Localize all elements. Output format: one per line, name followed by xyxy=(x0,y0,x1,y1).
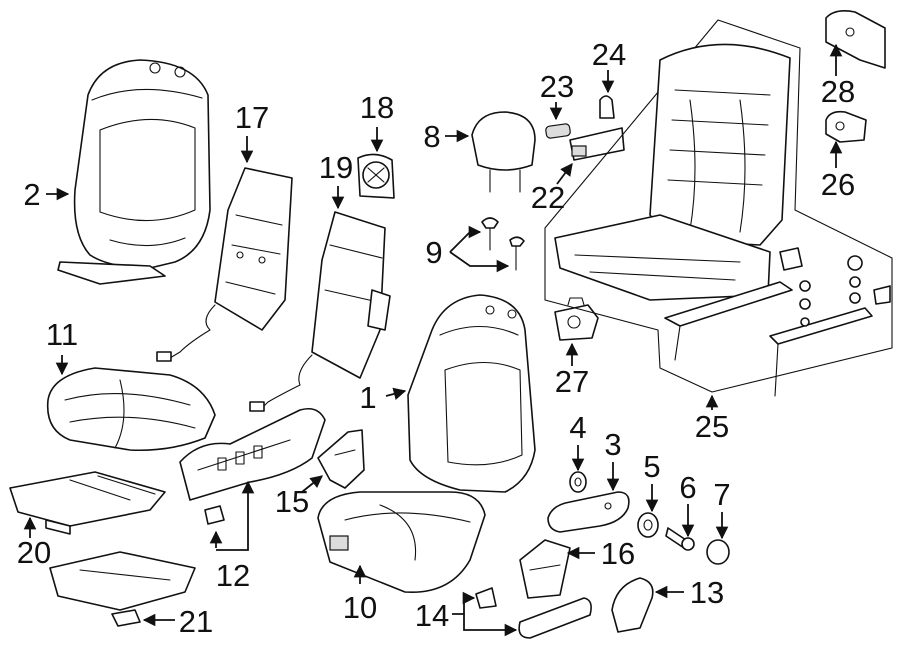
callout-7: 7 xyxy=(713,477,730,512)
callout-12: 12 xyxy=(216,558,250,593)
callout-5: 5 xyxy=(643,449,660,484)
callout-10: 10 xyxy=(343,590,377,625)
callout-28: 28 xyxy=(821,74,855,109)
callout-20: 20 xyxy=(17,535,51,570)
washer-part xyxy=(569,471,587,493)
callout-19: 19 xyxy=(319,150,353,185)
trim-cover-part xyxy=(547,491,630,533)
callout-1: 1 xyxy=(359,380,376,415)
callout-4: 4 xyxy=(569,410,586,445)
headrest-guide-bolts-part xyxy=(481,217,525,271)
knob-part xyxy=(599,95,615,119)
callout-8: 8 xyxy=(423,119,440,154)
callout-labels: 1 2 3 4 5 6 7 8 9 10 11 12 13 14 15 16 1… xyxy=(17,37,855,639)
seat-back-pad-part xyxy=(249,211,391,412)
power-seat-switch-part xyxy=(569,127,625,161)
mounting-bracket-part xyxy=(825,10,886,69)
bolt-part xyxy=(665,527,695,551)
callout-11: 11 xyxy=(46,317,78,352)
headrest-part xyxy=(471,111,536,193)
seat-cushion-pad-part xyxy=(9,471,166,535)
callout-3: 3 xyxy=(604,427,621,462)
callout-15: 15 xyxy=(275,484,309,519)
seat-cushion-assembly-part xyxy=(317,491,486,594)
callout-24: 24 xyxy=(592,37,626,72)
end-cover-part xyxy=(611,577,654,633)
seat-cushion-cover-part xyxy=(46,367,216,452)
callout-27: 27 xyxy=(555,364,589,399)
callout-18: 18 xyxy=(360,90,394,125)
seat-back-pad-heater-part xyxy=(156,167,293,362)
seat-back-assembly-part xyxy=(407,294,536,493)
seat-motor-part xyxy=(554,297,599,341)
side-shield-part xyxy=(179,407,326,525)
side-bracket-part xyxy=(317,429,365,489)
callout-17: 17 xyxy=(235,100,269,135)
recliner-lock-part xyxy=(825,110,867,143)
trim-strip-part xyxy=(475,587,592,639)
callout-6: 6 xyxy=(679,470,696,505)
callout-25: 25 xyxy=(695,409,729,444)
callout-14: 14 xyxy=(415,598,449,633)
cap-part xyxy=(706,539,730,565)
leader-lines xyxy=(23,43,843,637)
callout-13: 13 xyxy=(690,575,724,610)
lower-bracket-part xyxy=(519,539,571,599)
callout-9: 9 xyxy=(425,235,442,270)
bushing-part xyxy=(637,512,659,538)
seat-frame-assembly-part xyxy=(544,19,893,397)
callout-26: 26 xyxy=(821,167,855,202)
callout-21: 21 xyxy=(179,604,213,639)
callout-2: 2 xyxy=(23,177,40,212)
switch-bezel-part xyxy=(545,123,571,139)
seat-heater-part xyxy=(49,551,196,627)
callout-22: 22 xyxy=(531,180,565,215)
lumbar-plate-part xyxy=(357,153,395,199)
callout-23: 23 xyxy=(540,69,574,104)
seat-back-cover-part xyxy=(57,59,211,285)
callout-16: 16 xyxy=(601,536,635,571)
